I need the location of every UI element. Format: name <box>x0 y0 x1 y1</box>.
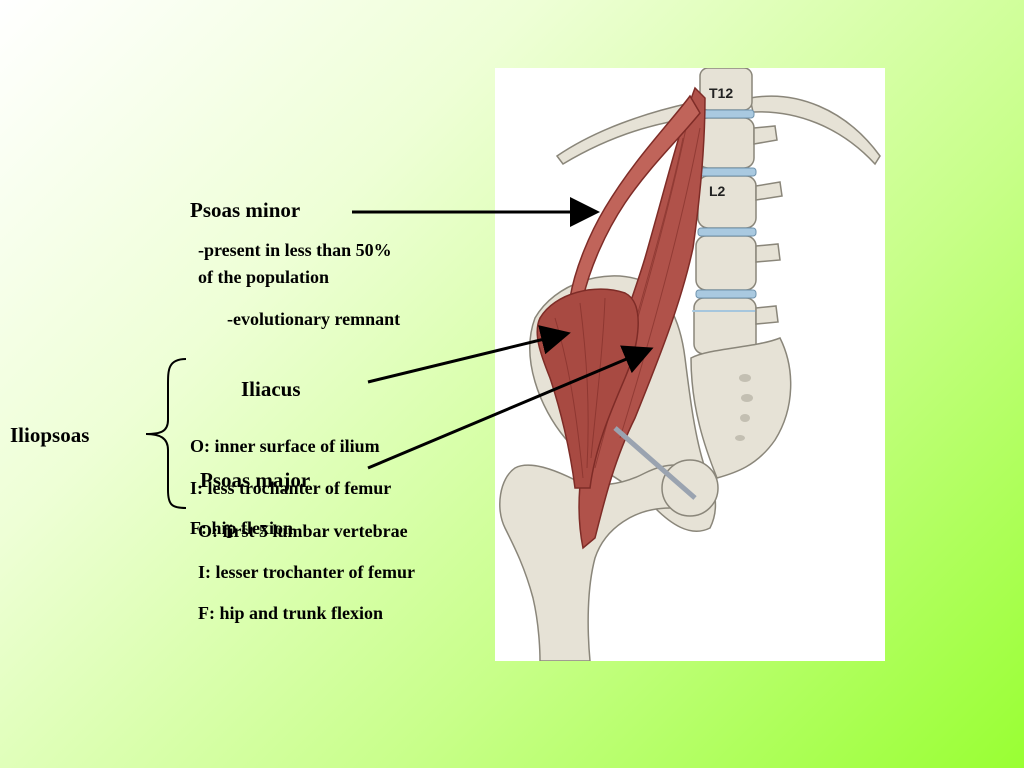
sacral-foramina <box>735 374 753 441</box>
femur <box>499 464 702 661</box>
psoas-minor-note-3: -evolutionary remnant <box>227 309 401 329</box>
psoas-major-origin: O: first 5 lumbar vertebrae <box>198 521 408 541</box>
anatomy-illustration: T12 L2 <box>495 68 885 661</box>
pelvis-spine-drawing: T12 L2 <box>499 68 881 661</box>
iliacus-origin: O: inner surface of ilium <box>190 436 380 456</box>
iliacus-insertion: I: less trochanter of femur <box>190 478 392 498</box>
sacrum <box>690 337 792 479</box>
iliopsoas-label: Iliopsoas <box>10 423 90 447</box>
left-rib <box>555 102 694 165</box>
iliacus-function: F: hip flexion <box>190 518 294 538</box>
vertebra-label-t12: T12 <box>709 85 733 101</box>
psoas-major-function: F: hip and trunk flexion <box>198 603 384 623</box>
lumbar-spine <box>692 68 783 355</box>
psoas-major-label: Psoas major <box>200 468 311 492</box>
femoral-head <box>661 459 719 517</box>
right-rib <box>749 95 881 166</box>
vertebra-label-l2: L2 <box>709 183 726 199</box>
psoas-minor-note-1: -present in less than 50% <box>198 240 392 260</box>
iliacus-label: Iliacus <box>241 377 301 401</box>
intervertebral-discs <box>695 109 757 299</box>
psoas-minor-label: Psoas minor <box>190 198 301 222</box>
iliopsoas-brace <box>145 358 187 509</box>
psoas-major-insertion: I: lesser trochanter of femur <box>198 562 415 582</box>
psoas-minor-note-2: of the population <box>198 267 330 287</box>
